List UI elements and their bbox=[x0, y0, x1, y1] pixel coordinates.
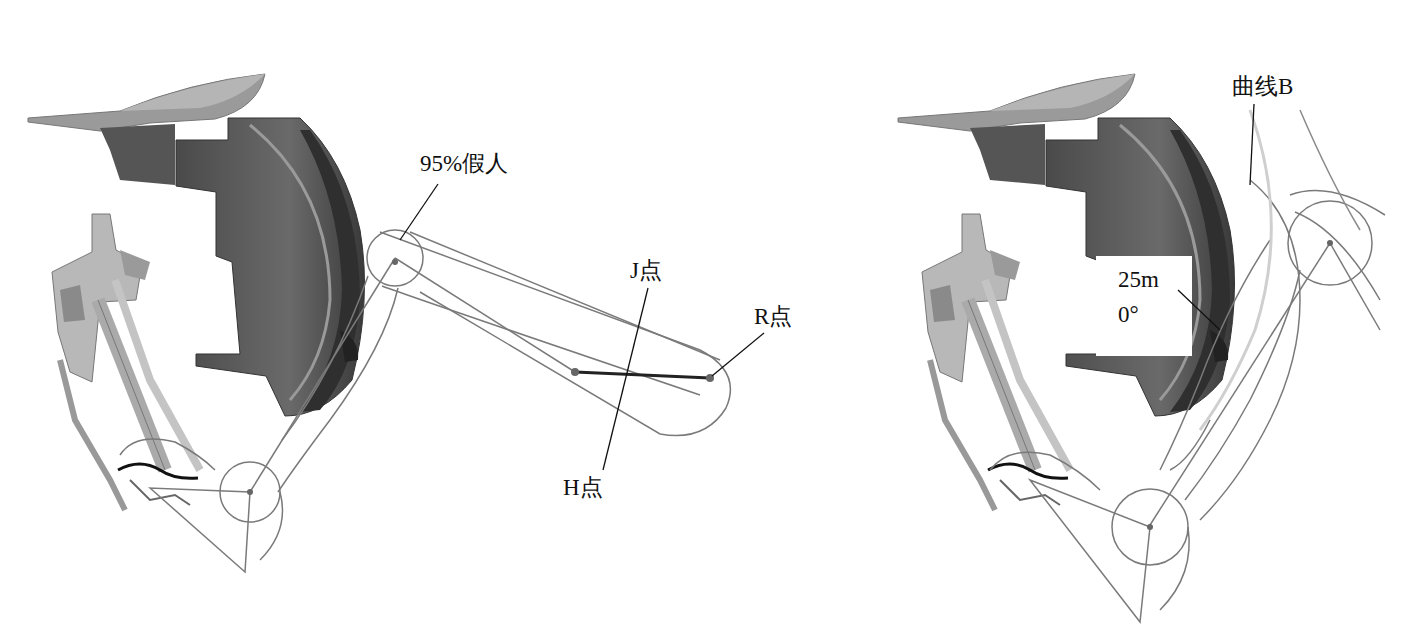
heel-outline bbox=[120, 439, 215, 470]
foot-triangle bbox=[1030, 480, 1150, 622]
annotation-label: 95%假人 bbox=[420, 150, 508, 178]
knee-circle bbox=[1288, 201, 1372, 285]
annotation-label: R点 bbox=[754, 303, 792, 331]
annotation-label: H点 bbox=[563, 474, 603, 502]
leader-line bbox=[712, 333, 764, 376]
cockpit-left bbox=[28, 74, 365, 510]
trace-curve bbox=[1300, 110, 1360, 230]
knee-dot bbox=[392, 259, 398, 265]
thigh-line bbox=[1290, 191, 1385, 216]
manikin-95-right bbox=[990, 180, 1385, 622]
annotation-label: J点 bbox=[630, 257, 662, 285]
foot-triangle bbox=[150, 488, 250, 572]
thigh-line bbox=[395, 258, 575, 372]
thigh-line bbox=[1330, 243, 1380, 330]
manikin-95-left bbox=[120, 230, 730, 572]
thigh-line bbox=[382, 286, 700, 395]
leg-envelope bbox=[1170, 420, 1210, 470]
foot-outline bbox=[1160, 527, 1189, 610]
ankle-circle bbox=[220, 462, 280, 522]
heel-outline bbox=[990, 452, 1100, 490]
curve-b bbox=[1200, 110, 1271, 430]
label-backing bbox=[1096, 256, 1192, 356]
thigh-line bbox=[410, 232, 720, 360]
foot-outline bbox=[260, 492, 283, 560]
cockpit-right bbox=[898, 74, 1235, 510]
annotation-label: 曲线B bbox=[1232, 73, 1293, 101]
ankle-circle bbox=[1112, 489, 1188, 565]
shin-outline bbox=[1185, 270, 1300, 500]
knee-dot bbox=[1327, 240, 1333, 246]
shin-line bbox=[250, 258, 395, 492]
shin-outline bbox=[282, 276, 368, 440]
annotation-label: 25m 0° bbox=[1118, 262, 1166, 332]
leader-lines bbox=[400, 104, 1254, 470]
thigh-outline bbox=[380, 232, 730, 436]
ankle-dot bbox=[1147, 524, 1153, 530]
leader-line bbox=[1250, 104, 1254, 185]
shin-outline bbox=[278, 288, 398, 492]
leg-envelope bbox=[1200, 180, 1300, 520]
leader-line bbox=[400, 184, 438, 240]
leader-line bbox=[1178, 290, 1220, 330]
hip-line bbox=[575, 372, 710, 378]
ankle-dot bbox=[247, 489, 253, 495]
leader-line bbox=[603, 288, 648, 470]
h-point-dot bbox=[571, 368, 579, 376]
